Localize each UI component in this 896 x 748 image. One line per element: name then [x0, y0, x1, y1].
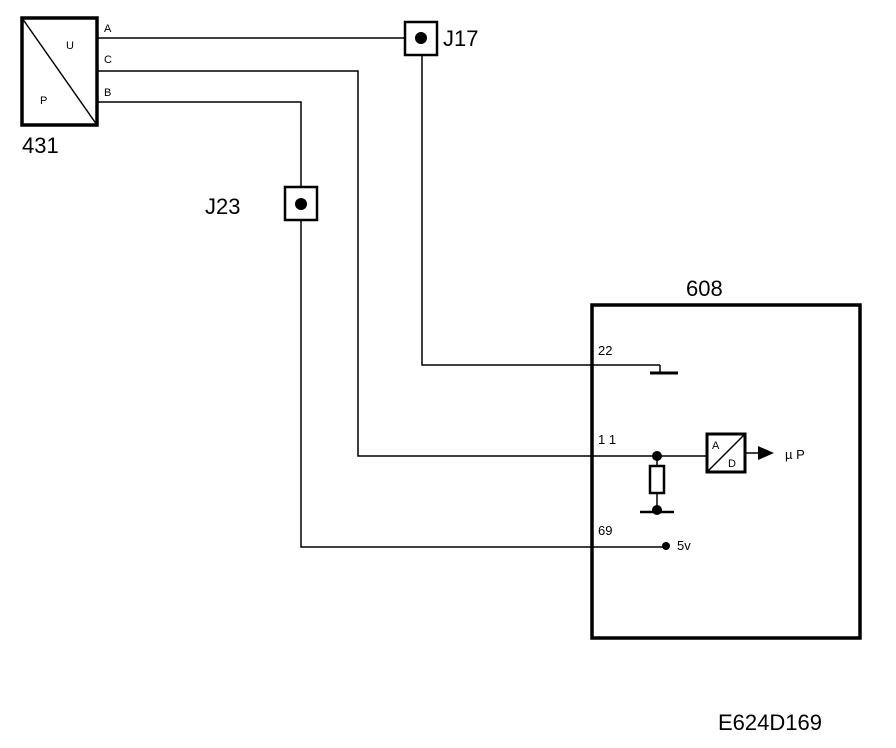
sensor-diagonal: [21, 17, 98, 126]
connector-j17-pin: [415, 32, 427, 44]
connector-j23-label: J23: [205, 194, 240, 219]
arrow-right-icon: [758, 446, 774, 460]
module-pin-11-label: 1 1: [598, 432, 616, 447]
ad-converter-top-label: A: [712, 440, 720, 452]
connector-j17-box: [403, 20, 439, 57]
sensor-pin-c-label: C: [104, 54, 112, 66]
connector-j23-pin: [295, 198, 307, 210]
wire-c-to-pin-11: [97, 70, 707, 457]
module-id-label: 608: [686, 276, 723, 301]
sensor-431: U P 431 A C B: [20, 16, 112, 158]
sensor-id-label: 431: [22, 133, 59, 158]
connector-j17-label: J17: [443, 26, 478, 51]
ad-converter-diagonal: [706, 433, 746, 473]
module-pin-22-label: 22: [598, 343, 612, 358]
resistor-symbol: [648, 464, 666, 495]
module-608-box: [590, 303, 862, 640]
diagram-reference-code: E624D169: [718, 710, 822, 735]
connector-j23: J23: [205, 185, 319, 222]
module-608: 608 22 1 1 69 A D µ P 5v: [590, 276, 862, 640]
resistor-terminal-dot: [652, 505, 662, 515]
sensor-upper-symbol: U: [66, 40, 74, 52]
wire-j17-to-pin-22: [421, 55, 660, 366]
supply-dot: [662, 542, 670, 550]
microprocessor-label: µ P: [785, 447, 805, 462]
wire-j23-to-pin-69: [300, 220, 666, 548]
ad-converter: A D: [705, 432, 747, 474]
connector-j23-box: [283, 185, 319, 222]
connector-j17: J17: [403, 20, 478, 57]
sensor-lower-symbol: P: [40, 95, 47, 107]
sensor-pin-a-label: A: [104, 23, 112, 35]
sensor-pin-b-label: B: [104, 87, 111, 99]
supply-voltage-label: 5v: [677, 538, 691, 553]
module-pin-69-label: 69: [598, 523, 612, 538]
ad-converter-bottom-label: D: [728, 458, 736, 470]
wire-b-to-j23: [97, 101, 302, 187]
